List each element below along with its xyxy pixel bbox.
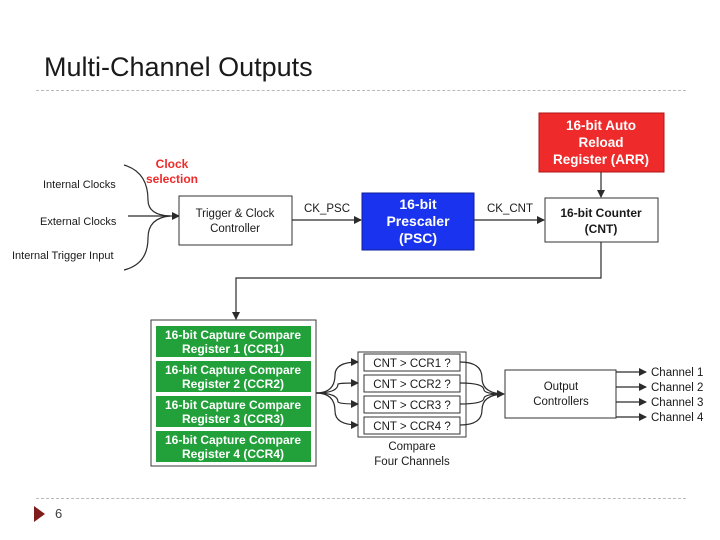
merge-line-compare1 [459, 361, 504, 395]
ccr1-label-line2: Register 1 (CCR1) [182, 342, 284, 356]
merge-line-compare3 [459, 393, 504, 405]
compare1-label: CNT > CCR1 ? [373, 358, 450, 370]
ccr4-label-line1: 16-bit Capture Compare [165, 433, 301, 447]
channel2-label: Channel 2 [651, 382, 703, 394]
output-controllers-label-line2: Controllers [533, 396, 589, 408]
ccr3-label-line1: 16-bit Capture Compare [165, 398, 301, 412]
prescaler-box [361, 192, 475, 251]
arrow-counter-to-ccr [232, 242, 602, 320]
compare-caption-line2: Four Channels [374, 456, 450, 468]
compare4-label: CNT > CCR4 ? [373, 421, 450, 433]
arrow-to-compare4 [315, 392, 359, 429]
clock-selection-label-line1: Clock [156, 157, 189, 171]
auto-reload-register-box [538, 112, 665, 173]
compare-group-frame [357, 351, 467, 438]
channel1-label: Channel 1 [651, 367, 703, 379]
arr-label-line1: 16-bit Auto [566, 118, 636, 133]
compare2-label: CNT > CCR2 ? [373, 379, 450, 391]
merge-line-compare2 [459, 382, 504, 395]
top-divider [36, 90, 686, 91]
ccr4-box [156, 431, 311, 462]
merge-line-compare4 [459, 393, 504, 426]
ccr1-box [156, 326, 311, 357]
counter-box [544, 197, 659, 243]
counter-label-line1: 16-bit Counter [560, 206, 642, 220]
ccr3-label-line2: Register 3 (CCR3) [182, 412, 284, 426]
ck-psc-label: CK_PSC [304, 203, 350, 215]
prescaler-label-line2: Prescaler [386, 213, 450, 229]
trigger-clock-controller-box [178, 195, 293, 246]
bottom-divider [36, 498, 686, 499]
ccr2-label-line2: Register 2 (CCR2) [182, 377, 284, 391]
clock-input-curve-internal [123, 164, 171, 217]
trigger-controller-label-line2: Controller [210, 223, 260, 235]
input-label-internal-trigger: Internal Trigger Input [12, 250, 114, 262]
arrow-to-compare3 [315, 392, 359, 408]
trigger-controller-label-line1: Trigger & Clock [196, 208, 275, 220]
clock-selection-label-line2: selection [146, 172, 198, 186]
counter-label-line2: (CNT) [585, 222, 618, 236]
ccr3-box [156, 396, 311, 427]
output-controllers-label-line1: Output [544, 381, 579, 393]
ccr2-label-line1: 16-bit Capture Compare [165, 363, 301, 377]
input-label-external-clocks: External Clocks [40, 216, 117, 228]
arrow-to-compare2 [315, 379, 359, 394]
compare-caption-line1: Compare [388, 441, 435, 453]
channel4-label: Channel 4 [651, 412, 704, 424]
prescaler-label-line3: (PSC) [399, 230, 437, 246]
page-marker-icon [34, 506, 45, 522]
ccr4-label-line2: Register 4 (CCR4) [182, 447, 284, 461]
slide-title: Multi-Channel Outputs [44, 52, 313, 82]
compare3-label: CNT > CCR3 ? [373, 400, 450, 412]
page-number: 6 [55, 506, 63, 521]
arr-label-line3: Register (ARR) [553, 152, 649, 167]
output-controllers-box [504, 369, 617, 419]
channel3-label: Channel 3 [651, 397, 703, 409]
clock-input-curve-trigger [123, 215, 171, 271]
ccr1-label-line1: 16-bit Capture Compare [165, 328, 301, 342]
ccr2-box [156, 361, 311, 392]
prescaler-label-line1: 16-bit [399, 196, 437, 212]
ck-cnt-label: CK_CNT [487, 203, 533, 215]
arr-label-line2: Reload [578, 135, 623, 150]
input-label-internal-clocks: Internal Clocks [43, 179, 116, 191]
arrow-to-compare1 [315, 358, 359, 394]
